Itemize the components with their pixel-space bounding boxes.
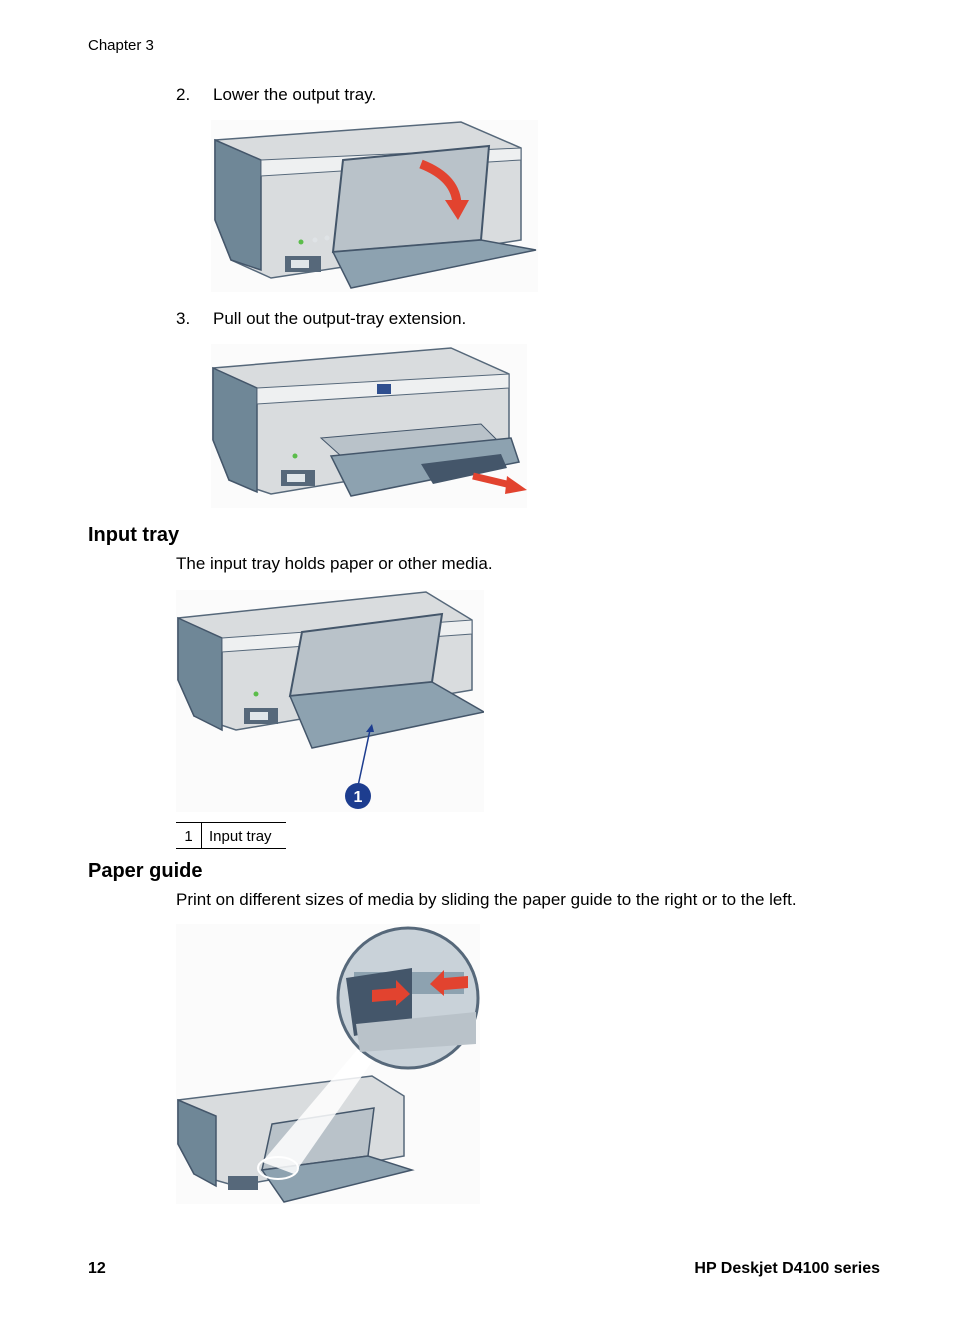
step-number: 3. [176,309,191,328]
printer-pull-extension-illustration [211,344,527,508]
input-tray-description: The input tray holds paper or other medi… [176,554,493,573]
printer-paper-guide-illustration [176,924,480,1204]
legend-label: Input tray [209,828,272,845]
section-heading-input-tray: Input tray [88,524,180,546]
step-number: 2. [176,85,191,104]
paper-guide-description: Print on different sizes of media by sli… [176,890,797,909]
footer-product-name: HP Deskjet D4100 series [694,1260,880,1277]
section-heading-paper-guide: Paper guide [88,860,203,882]
figure-legend: 1 Input tray [176,822,286,849]
callout-number: 1 [354,789,363,806]
page-number: 12 [88,1260,106,1277]
printer-lower-output-tray-illustration [211,120,538,292]
printer-input-tray-illustration: 1 [176,590,484,812]
step-3: 3. Pull out the output-tray extension. [176,309,626,331]
legend-number: 1 [176,823,202,848]
step-text: Pull out the output-tray extension. [213,309,467,328]
chapter-header: Chapter 3 [88,37,154,54]
step-text: Lower the output tray. [213,85,377,104]
step-2: 2. Lower the output tray. [176,85,576,107]
